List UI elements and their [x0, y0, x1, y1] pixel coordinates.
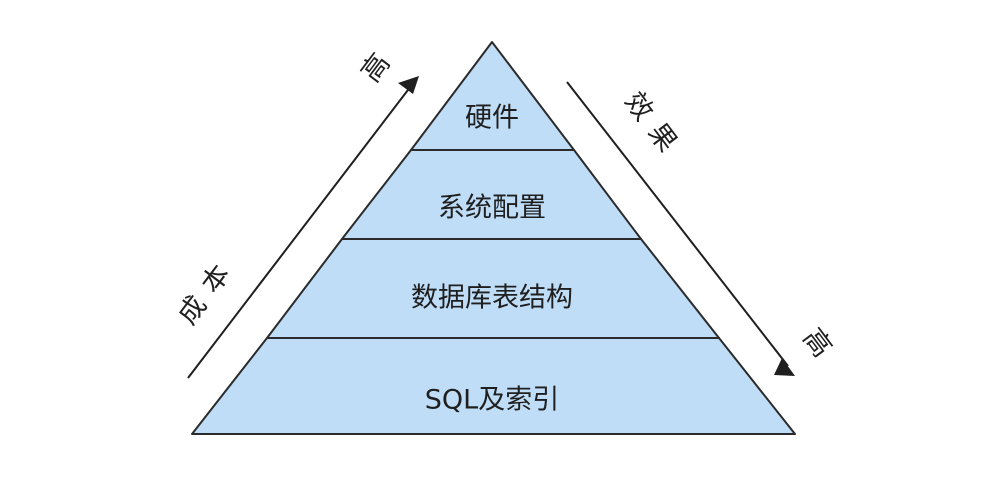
tier-label-hardware: 硬件	[465, 103, 519, 134]
effect-arrow-line	[566, 81, 789, 367]
pyramid-tier-sql-index	[191, 337, 796, 435]
cost-arrow-line	[187, 85, 412, 379]
tier-label-sql-index: SQL及索引	[425, 385, 559, 416]
effect-high-label: 高	[796, 323, 837, 363]
pyramid: 硬件 系统配置 数据库表结构 SQL及索引	[191, 41, 796, 435]
pyramid-tier-hardware	[410, 41, 575, 151]
effect-arrow-head-icon	[774, 358, 795, 376]
effect-axis-label: 效果	[618, 87, 690, 168]
tier-label-table-structure: 数据库表结构	[411, 283, 573, 314]
cost-arrow-head-icon	[398, 76, 419, 94]
tier-label-system-config: 系统配置	[438, 193, 546, 224]
cost-high-label: 高	[355, 48, 396, 88]
